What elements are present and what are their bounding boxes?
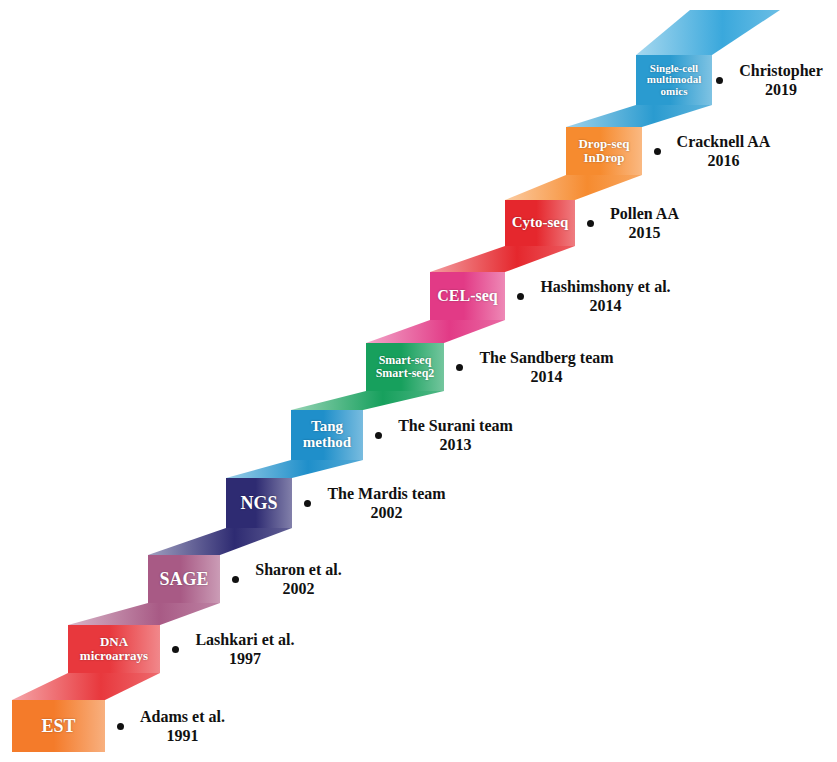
step-block: DNA microarraysLashkari et al. 1997 <box>68 625 160 673</box>
bullet-dot <box>587 220 594 227</box>
step-block: Cyto-seqPollen AA 2015 <box>505 200 575 246</box>
stair-tread <box>636 10 780 55</box>
method-label: CEL-seq <box>437 288 497 305</box>
bullet-dot <box>654 148 661 155</box>
method-label: DNA microarrays <box>72 635 156 662</box>
bullet-dot <box>117 723 124 730</box>
citation: Christopher 2019 <box>716 61 831 99</box>
citation: The Surani team 2013 <box>375 416 521 454</box>
bullet-dot <box>716 77 723 84</box>
citation: The Mardis team 2002 <box>304 484 454 522</box>
step-block: Drop-seq InDropCracknell AA 2016 <box>566 127 642 175</box>
citation-text: Cracknell AA 2016 <box>669 132 778 170</box>
step-block: Smart-seq Smart-seq2The Sandberg team 20… <box>366 343 444 391</box>
method-label: Tang method <box>295 419 359 451</box>
method-label: NGS <box>240 494 277 513</box>
stair-tread <box>566 105 712 127</box>
bullet-dot <box>375 432 382 439</box>
citation: Lashkari et al. 1997 <box>172 630 303 668</box>
step-block: ESTAdams et al. 1991 <box>12 700 105 752</box>
stair-tread <box>68 603 220 625</box>
stair-tread <box>12 673 160 700</box>
method-label: EST <box>41 717 75 736</box>
citation: Cracknell AA 2016 <box>654 132 778 170</box>
step-block: Tang methodThe Surani team 2013 <box>291 410 363 460</box>
step-block: CEL-seqHashimshony et al. 2014 <box>430 272 505 320</box>
citation: Sharon et al. 2002 <box>232 560 350 598</box>
bullet-dot <box>172 646 179 653</box>
bullet-dot <box>517 293 524 300</box>
bullet-dot <box>456 364 463 371</box>
method-label: Single-cell multimodal omics <box>640 63 708 98</box>
stair-tread <box>430 246 575 272</box>
citation-text: The Mardis team 2002 <box>319 484 454 522</box>
citation-text: Sharon et al. 2002 <box>247 560 350 598</box>
stair-tread <box>148 528 292 555</box>
method-label: SAGE <box>159 570 208 589</box>
citation-text: The Surani team 2013 <box>390 416 521 454</box>
citation-text: Hashimshony et al. 2014 <box>532 277 679 315</box>
step-block: SAGESharon et al. 2002 <box>148 555 220 603</box>
stair-tread <box>226 460 363 478</box>
stair-tread <box>291 391 444 410</box>
citation: The Sandberg team 2014 <box>456 348 622 386</box>
citation-text: Lashkari et al. 1997 <box>187 630 303 668</box>
step-block: Single-cell multimodal omicsChristopher … <box>636 55 712 105</box>
method-label: Smart-seq Smart-seq2 <box>370 354 440 379</box>
stair-tread <box>366 320 505 343</box>
citation: Adams et al. 1991 <box>117 707 233 745</box>
step-block: NGSThe Mardis team 2002 <box>226 478 292 528</box>
citation: Hashimshony et al. 2014 <box>517 277 679 315</box>
method-label: Drop-seq InDrop <box>570 137 638 164</box>
stair-tread <box>505 175 642 200</box>
citation-text: The Sandberg team 2014 <box>471 348 622 386</box>
citation: Pollen AA 2015 <box>587 204 687 242</box>
citation-text: Adams et al. 1991 <box>132 707 233 745</box>
bullet-dot <box>232 576 239 583</box>
bullet-dot <box>304 500 311 507</box>
citation-text: Christopher 2019 <box>731 61 831 99</box>
method-label: Cyto-seq <box>512 215 569 231</box>
citation-text: Pollen AA 2015 <box>602 204 687 242</box>
